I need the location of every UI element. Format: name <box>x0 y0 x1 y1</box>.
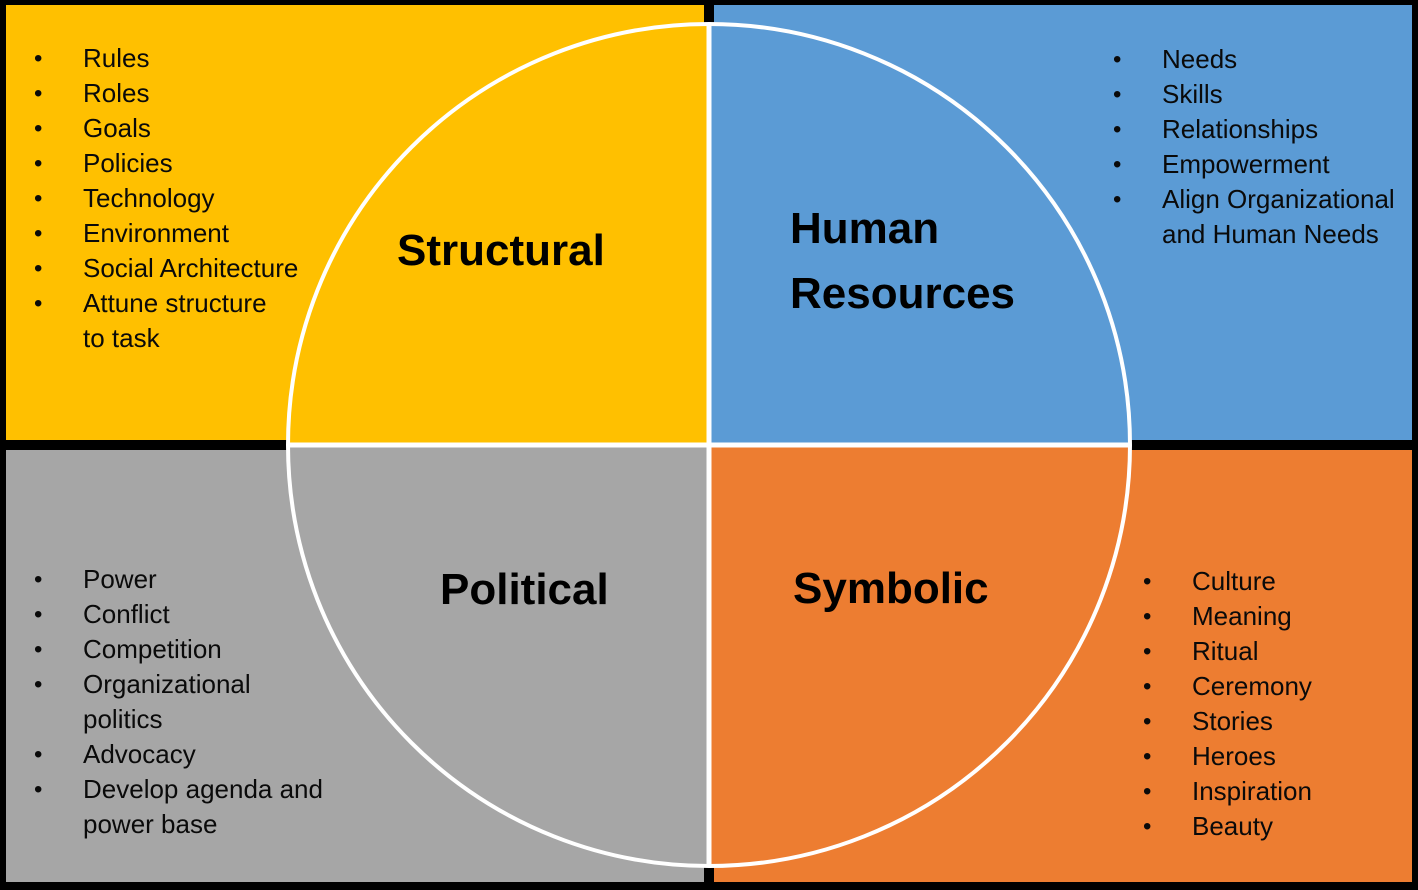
bullet-icon: • <box>34 255 43 282</box>
human-resources-circle-sector <box>709 25 1129 445</box>
bullet-icon: • <box>34 45 43 72</box>
bullet-text: Attune structure to task <box>83 288 267 353</box>
bullet-text: Organizational politics <box>83 669 251 734</box>
structural-circle-sector <box>289 25 709 445</box>
bullet-icon: • <box>1143 813 1152 840</box>
bullet-text: Stories <box>1192 706 1273 736</box>
bullet-icon: • <box>1113 151 1122 178</box>
bullet-item: • Ritual <box>1143 634 1312 669</box>
bullet-item: • Rules <box>34 41 298 76</box>
bullet-item: • Beauty <box>1143 809 1312 844</box>
human-resources-title: Human Resources <box>790 204 1016 318</box>
bullet-icon: • <box>34 601 43 628</box>
symbolic-bullet-list: • Culture • Meaning • Ritual • Ceremony • Stories… <box>1143 564 1312 844</box>
bullet-item: • Roles <box>34 76 298 111</box>
bullet-text: Meaning <box>1192 601 1292 631</box>
bullet-text: Ritual <box>1192 636 1259 666</box>
bullet-icon: • <box>34 185 43 212</box>
political-title: Political <box>440 565 609 614</box>
bullet-item: • Competition <box>34 632 323 667</box>
bullet-item: • Develop agenda and power base <box>34 772 323 842</box>
bullet-text: Advocacy <box>83 739 196 769</box>
bullet-icon: • <box>1143 708 1152 735</box>
bullet-text: Inspiration <box>1192 776 1312 806</box>
bullet-icon: • <box>34 80 43 107</box>
bullet-item: • Meaning <box>1143 599 1312 634</box>
bullet-icon: • <box>1113 116 1122 143</box>
bullet-item: • Organizational politics <box>34 667 323 737</box>
bullet-text: Develop agenda and power base <box>83 774 323 839</box>
bullet-item: • Align Organizational and Human Needs <box>1113 182 1395 252</box>
bullet-text: Roles <box>83 78 150 108</box>
bullet-item: • Heroes <box>1143 739 1312 774</box>
bullet-item: • Attune structure to task <box>34 286 298 356</box>
bullet-icon: • <box>34 741 43 768</box>
bullet-item: • Stories <box>1143 704 1312 739</box>
bullet-text: Heroes <box>1192 741 1276 771</box>
bullet-item: • Culture <box>1143 564 1312 599</box>
bullet-text: Skills <box>1162 79 1223 109</box>
bullet-text: Conflict <box>83 599 170 629</box>
bullet-icon: • <box>1143 778 1152 805</box>
bullet-icon: • <box>34 290 43 317</box>
bullet-text: Needs <box>1162 44 1238 74</box>
bullet-item: • Inspiration <box>1143 774 1312 809</box>
bullet-item: • Ceremony <box>1143 669 1312 704</box>
bullet-item: • Conflict <box>34 597 323 632</box>
bullet-icon: • <box>1143 568 1152 595</box>
bullet-text: Beauty <box>1192 811 1273 841</box>
bullet-item: • Skills <box>1113 77 1395 112</box>
political-circle-sector <box>289 445 709 865</box>
bullet-text: Power <box>83 564 157 594</box>
bullet-icon: • <box>1113 186 1122 213</box>
bullet-text: Environment <box>83 218 229 248</box>
political-bullet-list: • Power • Conflict • Competition • Organization… <box>34 562 323 842</box>
bullet-text: Relationships <box>1162 114 1319 144</box>
bullet-icon: • <box>1143 638 1152 665</box>
bullet-text: Culture <box>1192 566 1276 596</box>
bullet-icon: • <box>1113 46 1122 73</box>
circle-outline <box>286 22 1132 868</box>
bullet-icon: • <box>34 566 43 593</box>
bullet-icon: • <box>34 671 43 698</box>
symbolic-title: Symbolic <box>793 564 989 613</box>
bullet-icon: • <box>1143 743 1152 770</box>
structural-bullet-list: • Rules • Roles • Goals • Policies • Technology • E… <box>34 41 298 356</box>
bullet-icon: • <box>1143 673 1152 700</box>
bullet-icon: • <box>34 220 43 247</box>
bullet-text: Align Organizational and Human Needs <box>1162 184 1395 249</box>
bullet-text: Competition <box>83 634 222 664</box>
bullet-item: • Environment <box>34 216 298 251</box>
bullet-icon: • <box>34 115 43 142</box>
bullet-text: Rules <box>83 43 150 73</box>
structural-title: Structural <box>397 226 605 275</box>
bullet-icon: • <box>34 636 43 663</box>
bullet-item: • Power <box>34 562 323 597</box>
bullet-text: Empowerment <box>1162 149 1330 179</box>
bullet-text: Ceremony <box>1192 671 1312 701</box>
bullet-icon: • <box>34 150 43 177</box>
bullet-item: • Empowerment <box>1113 147 1395 182</box>
bullet-text: Goals <box>83 113 151 143</box>
bullet-item: • Needs <box>1113 42 1395 77</box>
bullet-item: • Relationships <box>1113 112 1395 147</box>
bullet-icon: • <box>34 776 43 803</box>
bullet-item: • Advocacy <box>34 737 323 772</box>
bullet-item: • Goals <box>34 111 298 146</box>
bullet-item: • Social Architecture <box>34 251 298 286</box>
bullet-text: Policies <box>83 148 173 178</box>
bullet-text: Social Architecture <box>83 253 299 283</box>
bullet-item: • Policies <box>34 146 298 181</box>
bullet-item: • Technology <box>34 181 298 216</box>
bullet-icon: • <box>1113 81 1122 108</box>
bullet-icon: • <box>1143 603 1152 630</box>
bullet-text: Technology <box>83 183 215 213</box>
human-resources-bullet-list: •Needs•Skills•Relationships•Empowerment•… <box>1113 42 1395 252</box>
symbolic-circle-sector <box>709 445 1129 865</box>
